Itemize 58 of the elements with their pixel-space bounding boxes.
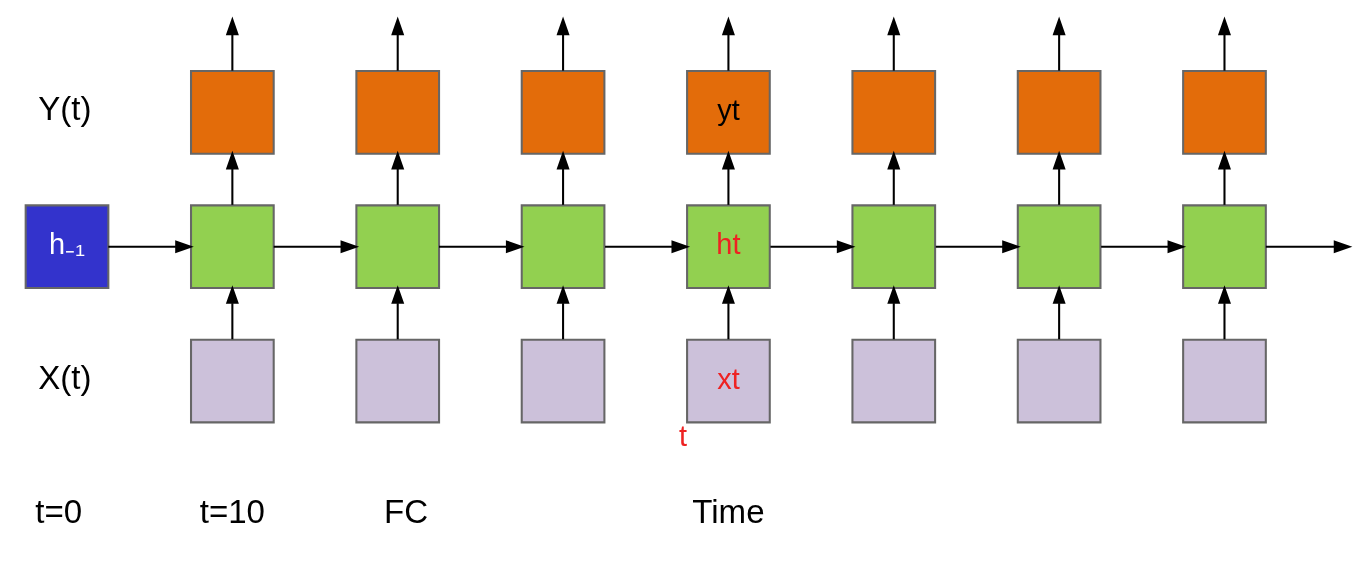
arrow <box>391 16 405 71</box>
node-box <box>520 338 606 423</box>
arrow <box>556 150 570 205</box>
arrow <box>1217 150 1231 205</box>
node-box <box>355 69 441 155</box>
arrow <box>887 16 901 71</box>
node-box <box>1016 338 1102 423</box>
label: t=10 <box>199 492 265 530</box>
node-box <box>190 338 275 423</box>
node-label: t <box>678 419 687 452</box>
arrow <box>887 284 901 339</box>
arrow <box>225 284 239 339</box>
arrow <box>1101 239 1187 253</box>
node-box <box>1182 338 1267 423</box>
node-box <box>1016 69 1102 155</box>
arrow <box>1265 239 1353 253</box>
node-box: xt <box>686 338 771 423</box>
arrow <box>108 239 194 253</box>
arrow <box>225 16 239 71</box>
node-box <box>851 338 937 423</box>
node-box <box>851 203 937 289</box>
label: Y(t) <box>38 89 92 127</box>
arrow <box>605 239 691 253</box>
node-box <box>851 69 937 155</box>
arrow <box>225 150 239 205</box>
arrow <box>391 150 405 205</box>
node-box <box>355 338 441 423</box>
arrow <box>556 284 570 339</box>
arrow <box>439 239 525 253</box>
node-box <box>1016 203 1102 289</box>
label: FC <box>383 492 429 530</box>
arrow <box>721 284 735 339</box>
node-box <box>1182 69 1267 155</box>
node-box <box>190 69 275 155</box>
node-box <box>520 203 606 289</box>
arrow <box>721 150 735 205</box>
arrow <box>721 16 735 71</box>
node-box <box>190 203 275 289</box>
label: X(t) <box>38 358 92 396</box>
arrow <box>1217 16 1231 71</box>
arrow <box>887 150 901 205</box>
node-box: ht <box>686 203 771 289</box>
arrow <box>391 284 405 339</box>
arrow <box>273 239 360 253</box>
arrow <box>556 16 570 71</box>
node-box: yt <box>686 69 771 155</box>
arrow <box>935 239 1021 253</box>
arrow <box>1052 284 1066 339</box>
node-box <box>520 69 606 155</box>
node-box <box>355 203 441 289</box>
label: Time <box>692 492 765 530</box>
node-box <box>1182 203 1267 289</box>
node-box: h₋₁ <box>24 203 110 289</box>
arrow <box>770 239 856 253</box>
arrow <box>1052 150 1066 205</box>
arrow <box>1052 16 1066 71</box>
arrow <box>1217 284 1231 339</box>
label: t=0 <box>35 492 83 530</box>
